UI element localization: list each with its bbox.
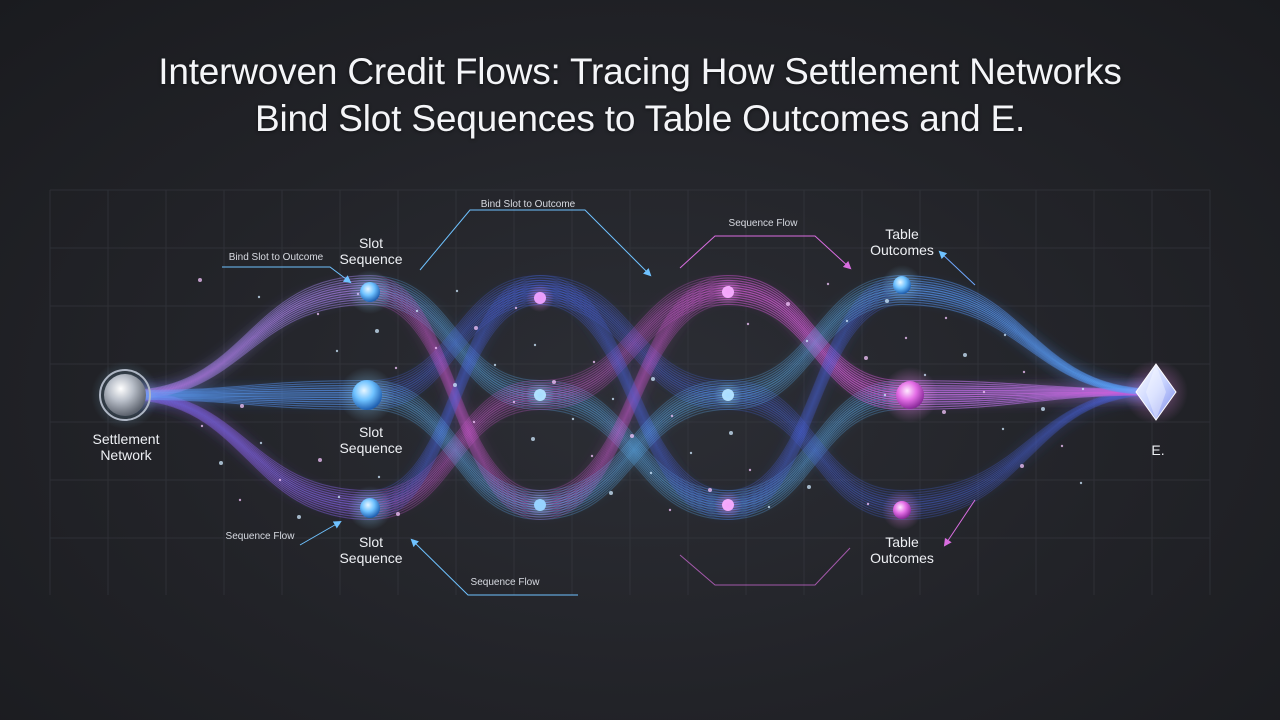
leader-bottom-bracket xyxy=(679,547,851,586)
slot-sequence-node-bottom xyxy=(348,486,392,530)
table-outcomes-node-bottom xyxy=(882,490,922,530)
slot-sequence-label-mid: Slot Sequence xyxy=(339,424,403,456)
table-outcomes-node-mid xyxy=(882,367,938,423)
slot-sequence-node-mid xyxy=(339,367,395,423)
table-outcomes-label-top: Table Outcomes xyxy=(870,226,934,258)
table-outcomes-node-top xyxy=(882,265,922,305)
e-diamond-node xyxy=(1124,360,1188,424)
slot-sequence-node-top xyxy=(348,270,392,314)
leader-table-top xyxy=(938,250,976,286)
settlement-network-label: Settlement Network xyxy=(92,431,160,463)
page-title: Interwoven Credit Flows: Tracing How Set… xyxy=(0,48,1280,142)
title-line-1: Interwoven Credit Flows: Tracing How Set… xyxy=(158,51,1122,92)
annotation-bind-left: Bind Slot to Outcome xyxy=(228,252,324,263)
annotation-sequence-top: Sequence Flow xyxy=(728,218,798,229)
leader-table-bottom xyxy=(943,499,976,547)
intermediate-nodes xyxy=(526,278,742,519)
annotation-sequence-bottom: Sequence Flow xyxy=(470,577,540,588)
title-line-2: Bind Slot Sequences to Table Outcomes an… xyxy=(254,98,1026,139)
leader-bind-left xyxy=(222,266,352,284)
settlement-network-node xyxy=(91,361,159,429)
leader-seq-bottom xyxy=(410,538,578,596)
flow-strands xyxy=(124,275,1157,520)
annotation-leaders xyxy=(222,209,976,596)
e-label: E. xyxy=(1151,442,1165,458)
annotation-bind-top: Bind Slot to Outcome xyxy=(480,199,576,210)
slot-sequence-label-bottom: Slot Sequence xyxy=(339,534,403,566)
table-outcomes-label-bottom: Table Outcomes xyxy=(870,534,934,566)
leader-seq-left xyxy=(299,521,342,546)
slot-sequence-label-top: Slot Sequence xyxy=(339,235,403,267)
annotation-sequence-left: Sequence Flow xyxy=(225,531,295,542)
leader-bind-top xyxy=(419,209,652,277)
leader-seq-top xyxy=(679,235,852,270)
